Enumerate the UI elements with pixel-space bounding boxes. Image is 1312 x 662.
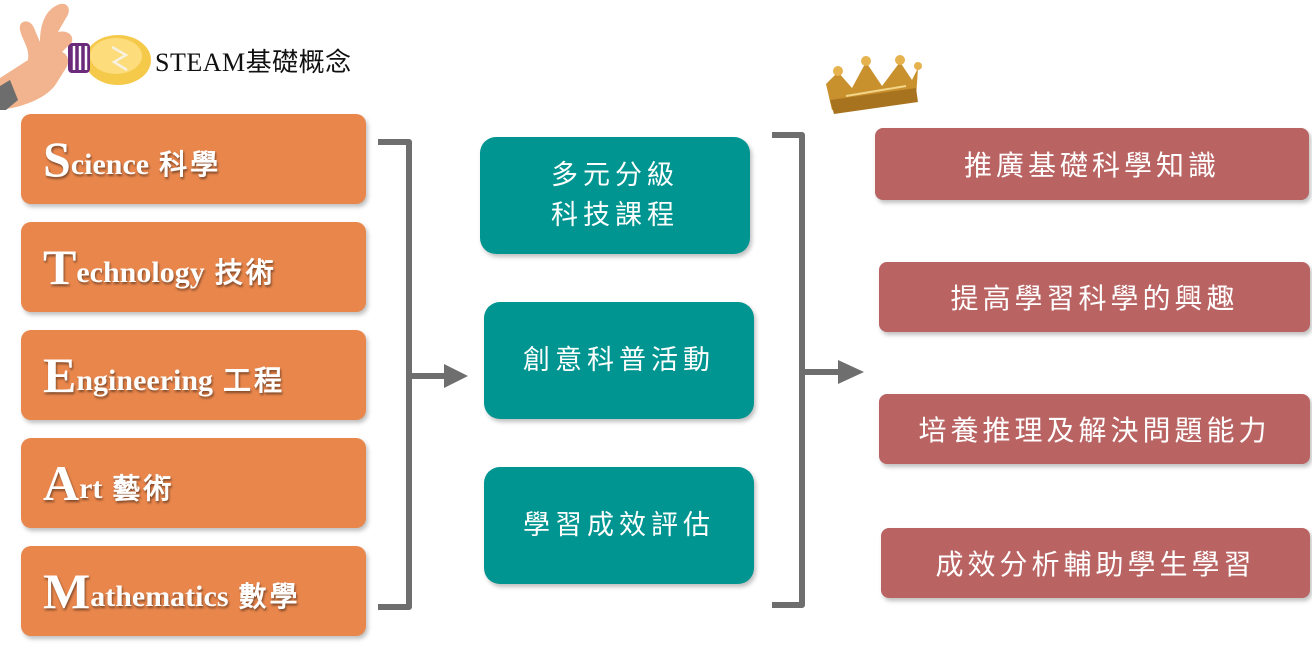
- outcome-label: 推廣基礎科學知識: [963, 149, 1220, 182]
- method-label-line1: 多元分級: [551, 160, 679, 192]
- steam-letter: A: [43, 455, 80, 511]
- outcome-label: 提高學習科學的興趣: [950, 282, 1239, 315]
- outcome-box-3: 培養推理及解決問題能力: [879, 394, 1310, 464]
- outcome-box-2: 提高學習科學的興趣: [879, 262, 1310, 332]
- steam-letter: E: [43, 347, 77, 403]
- steam-letter: S: [43, 131, 71, 187]
- method-label-line2: 科技課程: [551, 199, 679, 231]
- outcome-box-1: 推廣基礎科學知識: [875, 128, 1309, 200]
- steam-word: echnology: [76, 256, 205, 289]
- steam-letter: M: [43, 563, 91, 619]
- right-bracket: [772, 132, 805, 608]
- outcome-label: 成效分析輔助學生學習: [935, 548, 1256, 581]
- method-box-tiered-courses: 多元分級 科技課程: [480, 137, 750, 254]
- method-label: 創意科普活動: [523, 344, 715, 376]
- steam-chinese: 數學: [238, 580, 301, 613]
- steam-chinese: 工程: [223, 364, 286, 397]
- hand-holding-lightbulb-logo-icon: [0, 3, 151, 111]
- steam-chinese: 藝術: [112, 472, 175, 505]
- outcome-label: 培養推理及解決問題能力: [918, 414, 1271, 447]
- steam-chinese: 技術: [214, 256, 277, 289]
- left-arrow-head: [444, 364, 468, 388]
- outcome-box-4: 成效分析輔助學生學習: [881, 528, 1310, 598]
- page-title: STEAM基礎概念: [155, 48, 352, 77]
- left-bracket: [378, 139, 412, 610]
- right-arrow-head: [838, 360, 864, 384]
- steam-letter: T: [43, 239, 77, 295]
- steam-word: rt: [79, 472, 103, 505]
- method-box-learning-assessment: 學習成效評估: [484, 467, 754, 584]
- steam-chinese: 科學: [159, 148, 222, 181]
- method-label: 學習成效評估: [523, 509, 715, 541]
- method-box-science-activities: 創意科普活動: [484, 302, 754, 419]
- steam-word: athematics: [90, 580, 229, 613]
- steam-word: cience: [70, 148, 150, 181]
- steam-word: ngineering: [76, 364, 214, 397]
